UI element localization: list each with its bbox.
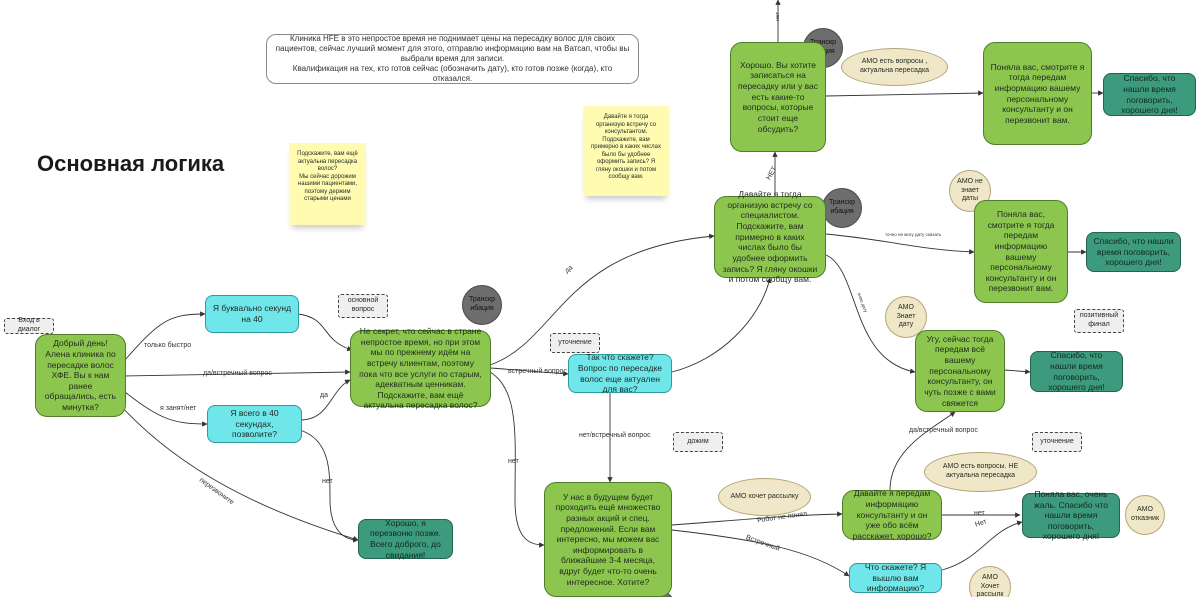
tag-positive-final: позитивный финал [1074, 309, 1124, 333]
sticky-note-relevance: Подскажите, вам ещё актуальна пересадка … [289, 143, 366, 225]
sticky-note-meeting: Давайте я тогда организую встречу со кон… [583, 106, 669, 196]
edge-label: встречный вопрос [508, 368, 567, 375]
edge-label: знаю дату [856, 291, 869, 314]
tag-push: дожим [673, 432, 723, 452]
page-title: Основная логика [37, 151, 225, 176]
edge-label: нет/встречный вопрос [579, 432, 651, 439]
tag-clarification-2: уточнение [1032, 432, 1082, 452]
node-understood-sorry[interactable]: Поняла вас, очень жаль. Спасибо что нашл… [1022, 489, 1120, 541]
edge-future-whatsay [671, 529, 850, 577]
edge-label: нет [508, 458, 519, 465]
node-future[interactable]: У нас в будущем будет проходить ещё множ… [544, 482, 672, 597]
tag-entry: Вход в диалог [4, 317, 54, 334]
node-greeting[interactable]: Добрый день! Алена клиника по пересадке … [35, 334, 126, 417]
amo-wants-mailing-bubble-2: АМО Хочет рассылк [969, 566, 1011, 597]
edge-sowhat-organize [671, 277, 772, 373]
edge-book-understood1 [825, 90, 984, 97]
edge-whatsay-understood [941, 520, 1023, 571]
edge-seconds-secret [297, 313, 353, 352]
node-secret[interactable]: Не секрет, что сейчас в стране непростое… [350, 326, 491, 410]
edge-label: точно не могу дату сказать [885, 232, 942, 237]
node-organize[interactable]: Давайте я тогда организую встречу со спе… [714, 189, 826, 284]
node-so-what[interactable]: Так что скажете? Вопрос по пересадке вол… [568, 352, 672, 394]
node-understood-1[interactable]: Поняла вас, смотрите я тогда передам инф… [983, 42, 1092, 145]
node-pass-info[interactable]: Давайте я передам информацию консультант… [842, 488, 942, 541]
node-understood-2[interactable]: Поняла вас, смотрите я тогда передам инф… [974, 200, 1068, 303]
node-thanks-2[interactable]: Спасибо, что нашли время поговорить, хор… [1086, 232, 1181, 272]
node-thanks-3[interactable]: Спасибо, что нашли время поговорить, хор… [1030, 350, 1123, 392]
edge-label: перезвоните [197, 476, 236, 507]
amo-no-date-bubble: АМО не знает даты [949, 170, 991, 212]
edge-40sec-callback [299, 429, 359, 543]
edge-label: нет [322, 478, 333, 485]
node-only-40-seconds[interactable]: Я всего в 40 секундах, позволите? [207, 405, 302, 443]
node-thanks-1[interactable]: Спасибо, что нашли время поговорить, хор… [1103, 73, 1196, 116]
tag-main-question: основной вопрос [338, 294, 388, 318]
edge-label: только быстро [144, 342, 192, 349]
amo-wants-mailing-bubble: АМО хочет рассылку [718, 478, 811, 516]
edge-label: я занят/нет [160, 405, 197, 412]
amo-not-relevant-bubble: АМО есть вопросы. НЕ актуальна пересадка [924, 452, 1037, 492]
node-want-to-book[interactable]: Хорошо. Вы хотите записаться на пересадк… [730, 42, 826, 152]
edge-label: да [320, 392, 328, 399]
amo-questions-bubble: АМО есть вопросы , актуальна пересадка [841, 48, 948, 86]
edge-40sec-secret [299, 379, 351, 421]
amo-refusal-bubble: АМО отказник [1125, 495, 1165, 535]
edge-label: нет [974, 510, 985, 517]
transcription-badge: Транскр ибация [822, 188, 862, 228]
tag-clarification-1: уточнение [550, 333, 600, 353]
edge-label: да/встречный вопрос [909, 427, 978, 434]
edge-label: НЕТ [765, 165, 779, 182]
node-literally-seconds[interactable]: Я буквально секунд на 40 [205, 295, 299, 333]
intro-note: Клиника HFE в это непростое время не под… [266, 34, 639, 84]
edge-ok-thanks3 [1004, 368, 1031, 375]
edge-label: да/встречный вопрос [203, 370, 272, 377]
edge-secret-organize [489, 233, 715, 366]
edge-label: НЕТ [775, 12, 780, 21]
node-ok-pass[interactable]: Угу, сейчас тогда передам всё вашему пер… [915, 330, 1005, 412]
node-call-back[interactable]: Хорошо, я перезвоню позже. Всего доброго… [358, 518, 453, 560]
edge-label: Нет [974, 518, 988, 529]
edge-label: Встречный [744, 534, 781, 553]
transcription-badge: Транскр ибация [462, 285, 502, 325]
edge-label: да [563, 264, 575, 275]
edge-greeting-seconds [124, 311, 206, 361]
node-what-say[interactable]: Что скажете? Я вышлю вам информацию? [849, 562, 942, 593]
